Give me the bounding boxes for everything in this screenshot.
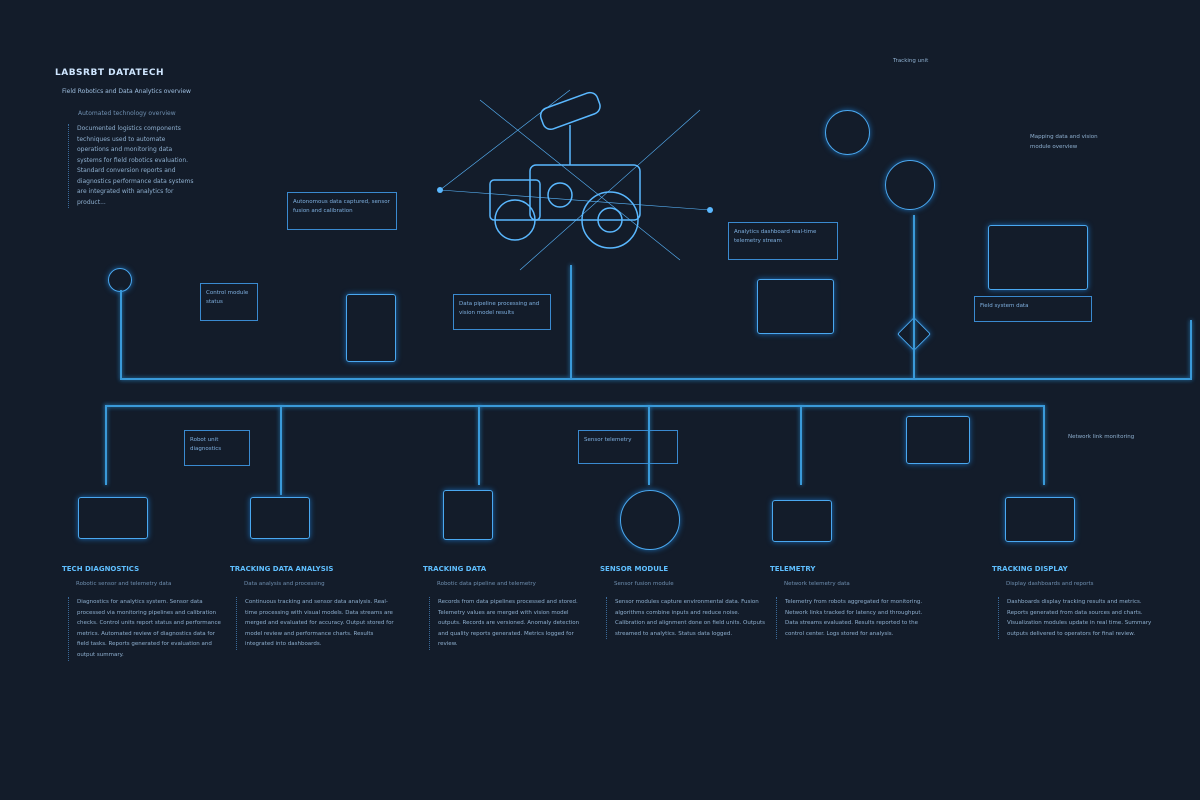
- connector: [105, 405, 107, 485]
- connector: [1043, 405, 1045, 485]
- section-body: Records from data pipelines processed an…: [429, 597, 588, 650]
- section-title: TELEMETRY: [770, 565, 816, 573]
- connector: [913, 215, 915, 378]
- section-column: TELEMETRY Network telemetry data Telemet…: [770, 565, 935, 640]
- connector: [648, 405, 650, 485]
- robot-arm-icon: [620, 490, 680, 550]
- monitor-icon: [1005, 497, 1075, 542]
- gear-icon: [825, 110, 870, 155]
- section-column: TECH DIAGNOSTICS Robotic sensor and tele…: [62, 565, 227, 661]
- connector: [280, 405, 282, 495]
- section-subtitle: Sensor fusion module: [614, 581, 674, 587]
- document-icon: [346, 294, 396, 362]
- laptop-icon: [78, 497, 148, 539]
- callout-box: Field system data: [974, 296, 1092, 322]
- intro-text: Documented logistics components techniqu…: [68, 124, 198, 208]
- bulb-icon: [108, 268, 132, 292]
- section-body: Dashboards display tracking results and …: [998, 597, 1157, 640]
- media-panel-icon: [988, 225, 1088, 290]
- section-column: TRACKING DATA Robotic data pipeline and …: [423, 565, 588, 650]
- top-right-note: Mapping data and vision module overview: [1030, 134, 1098, 150]
- tablet-icon: [443, 490, 493, 540]
- top-right-label: Tracking unit: [893, 58, 929, 64]
- section-title: TRACKING DISPLAY: [992, 565, 1068, 573]
- callout-box: Analytics dashboard real-time telemetry …: [728, 222, 838, 260]
- side-note: Network link monitoring: [1068, 434, 1135, 440]
- section-body: Telemetry from robots aggregated for mon…: [776, 597, 935, 640]
- branch-connector: [105, 405, 1043, 407]
- page-subtitle: Field Robotics and Data Analytics overvi…: [62, 88, 191, 95]
- section-title: TRACKING DATA: [423, 565, 487, 573]
- section-subtitle: Display dashboards and reports: [1006, 581, 1094, 587]
- callout-box: Control module status: [200, 283, 258, 321]
- section-subtitle: Data analysis and processing: [244, 581, 325, 587]
- connector: [1190, 320, 1192, 378]
- connector: [478, 405, 480, 485]
- section-subtitle: Robotic sensor and telemetry data: [76, 581, 172, 587]
- monitor-icon: [906, 416, 970, 464]
- monitor-icon: [757, 279, 834, 334]
- page-title: LABSRBT DATATECH: [55, 68, 164, 78]
- callout-box: Sensor telemetry: [578, 430, 678, 464]
- section-column: TRACKING DATA ANALYSIS Data analysis and…: [230, 565, 395, 650]
- monitor-icon: [250, 497, 310, 539]
- callout-box: Autonomous data captured, sensor fusion …: [287, 192, 397, 230]
- monitor-icon: [772, 500, 832, 542]
- section-column: SENSOR MODULE Sensor fusion module Senso…: [600, 565, 765, 640]
- section-body: Continuous tracking and sensor data anal…: [236, 597, 395, 650]
- intro-heading: Automated technology overview: [78, 110, 176, 117]
- section-column: TRACKING DISPLAY Display dashboards and …: [992, 565, 1157, 640]
- gear-icon: [885, 160, 935, 210]
- section-title: SENSOR MODULE: [600, 565, 669, 573]
- callout-box: Data pipeline processing and vision mode…: [453, 294, 551, 330]
- connector: [570, 265, 572, 378]
- robot-illustration: [437, 89, 713, 271]
- callout-box: Robot unit diagnostics: [184, 430, 250, 466]
- section-body: Sensor modules capture environmental dat…: [606, 597, 765, 640]
- section-subtitle: Network telemetry data: [784, 581, 850, 587]
- connector: [800, 405, 802, 485]
- connector: [120, 290, 122, 378]
- section-title: TRACKING DATA ANALYSIS: [230, 565, 334, 573]
- section-body: Diagnostics for analytics system. Sensor…: [68, 597, 227, 661]
- section-title: TECH DIAGNOSTICS: [62, 565, 140, 573]
- main-connector: [120, 378, 1192, 380]
- section-subtitle: Robotic data pipeline and telemetry: [437, 581, 536, 587]
